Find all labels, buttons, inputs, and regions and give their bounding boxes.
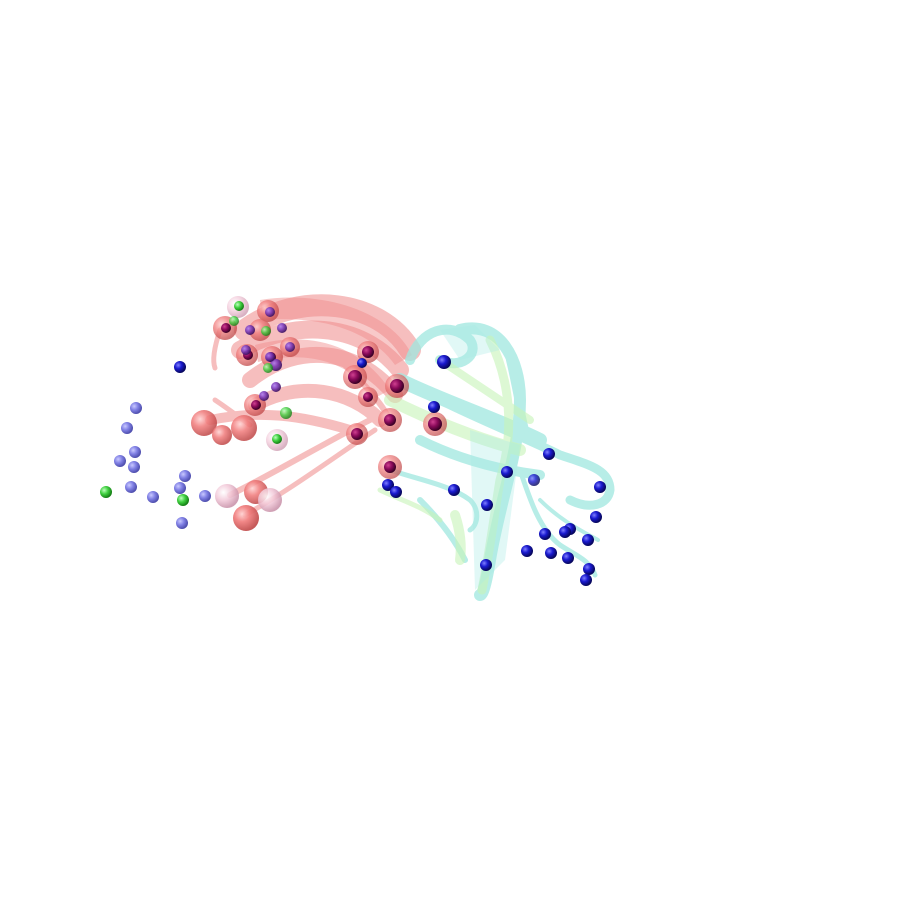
- salmon-sphere: [212, 425, 232, 445]
- purple-sphere: [265, 307, 275, 317]
- blue-sphere: [582, 534, 594, 546]
- blue-sphere: [545, 547, 557, 559]
- green-sphere: [263, 363, 273, 373]
- magenta-sphere: [362, 346, 374, 358]
- blue-sphere: [382, 479, 394, 491]
- magenta-sphere: [390, 379, 404, 393]
- blue-sphere: [481, 499, 493, 511]
- magenta-sphere: [384, 414, 396, 426]
- green-sphere: [261, 326, 271, 336]
- atom-spheres: [100, 296, 606, 586]
- blue-sphere: [501, 466, 513, 478]
- light-blue-sphere: [129, 446, 141, 458]
- ribbon-green: [377, 335, 534, 595]
- light-blue-sphere: [179, 470, 191, 482]
- green-sphere: [229, 316, 239, 326]
- blue-sphere: [528, 474, 540, 486]
- light-blue-sphere: [174, 482, 186, 494]
- light-blue-sphere: [114, 455, 126, 467]
- green-sphere: [272, 434, 282, 444]
- blue-sphere: [590, 511, 602, 523]
- purple-sphere: [245, 325, 255, 335]
- salmon-sphere: [191, 410, 217, 436]
- light-blue-sphere: [147, 491, 159, 503]
- purple-sphere: [241, 345, 251, 355]
- purple-sphere: [271, 382, 281, 392]
- blue-sphere: [562, 552, 574, 564]
- blue-sphere: [539, 528, 551, 540]
- pink-sphere: [258, 488, 282, 512]
- blue-sphere: [437, 355, 451, 369]
- salmon-sphere: [231, 415, 257, 441]
- blue-sphere: [480, 559, 492, 571]
- blue-sphere: [543, 448, 555, 460]
- blue-sphere: [390, 486, 402, 498]
- blue-sphere: [357, 358, 367, 368]
- purple-sphere: [265, 352, 275, 362]
- blue-sphere: [448, 484, 460, 496]
- magenta-sphere: [363, 392, 373, 402]
- blue-sphere: [559, 526, 571, 538]
- magenta-sphere: [348, 370, 362, 384]
- salmon-sphere: [233, 505, 259, 531]
- light-blue-sphere: [176, 517, 188, 529]
- magenta-sphere: [221, 323, 231, 333]
- purple-sphere: [277, 323, 287, 333]
- light-blue-sphere: [130, 402, 142, 414]
- blue-sphere: [174, 361, 186, 373]
- magenta-sphere: [428, 417, 442, 431]
- purple-sphere: [259, 391, 269, 401]
- light-blue-sphere: [125, 481, 137, 493]
- light-blue-sphere: [121, 422, 133, 434]
- blue-sphere: [428, 401, 440, 413]
- magenta-sphere: [384, 461, 396, 473]
- magenta-sphere: [251, 400, 261, 410]
- green-sphere: [280, 407, 292, 419]
- blue-sphere: [594, 481, 606, 493]
- magenta-sphere: [351, 428, 363, 440]
- green-sphere: [177, 494, 189, 506]
- blue-sphere: [583, 563, 595, 575]
- light-blue-sphere: [128, 461, 140, 473]
- pink-sphere: [215, 484, 239, 508]
- blue-sphere: [580, 574, 592, 586]
- purple-sphere: [285, 342, 295, 352]
- green-sphere: [100, 486, 112, 498]
- green-sphere: [234, 301, 244, 311]
- blue-sphere: [521, 545, 533, 557]
- light-blue-sphere: [199, 490, 211, 502]
